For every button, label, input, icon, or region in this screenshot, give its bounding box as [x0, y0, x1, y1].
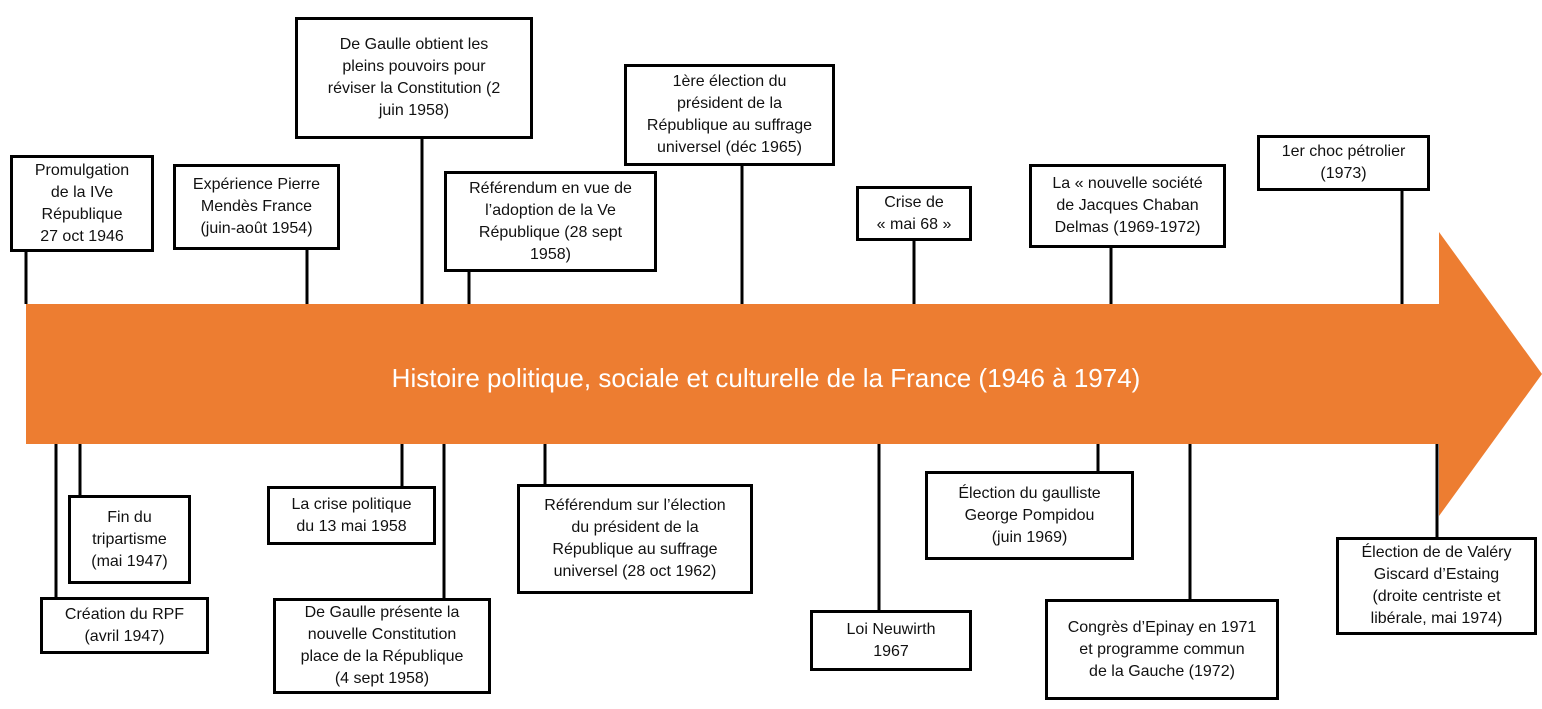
event-text: Référendum en vue de l’adoption de la Ve…	[469, 179, 632, 263]
event-text: 1ère élection du président de la Républi…	[646, 73, 813, 156]
event-epinay: Congrès d’Epinay en 1971 et programme co…	[1045, 599, 1279, 700]
event-pompidou: Élection du gaulliste George Pompidou (j…	[925, 471, 1134, 560]
event-text: Création du RPF (avril 1947)	[64, 605, 185, 645]
timeline-arrow	[26, 232, 1542, 516]
event-giscard: Élection de de Valéry Giscard d’Estaing …	[1336, 537, 1537, 635]
event-text: Congrès d’Epinay en 1971 et programme co…	[1067, 618, 1257, 680]
event-text: La « nouvelle société de Jacques Chaban …	[1052, 175, 1203, 236]
event-referendum-1962: Référendum sur l’élection du président d…	[517, 484, 753, 594]
event-referendum-ve: Référendum en vue de l’adoption de la Ve…	[444, 171, 657, 272]
event-creation-rpf: Création du RPF (avril 1947)	[40, 597, 209, 654]
event-fin-tripartisme: Fin du tripartisme (mai 1947)	[68, 495, 191, 584]
event-text: Référendum sur l’élection du président d…	[544, 497, 726, 580]
timeline-title: Histoire politique, sociale et culturell…	[391, 363, 1141, 393]
event-text: Expérience Pierre Mendès France (juin-ao…	[192, 176, 321, 237]
event-election-1965: 1ère élection du président de la Républi…	[624, 64, 835, 166]
event-mai-68: Crise de « mai 68 »	[856, 186, 972, 241]
event-text: De Gaulle obtient les pleins pouvoirs po…	[327, 36, 501, 119]
event-text: Crise de « mai 68 »	[876, 193, 952, 233]
event-nouvelle-societe: La « nouvelle société de Jacques Chaban …	[1029, 164, 1226, 248]
event-text: Élection du gaulliste George Pompidou (j…	[958, 484, 1101, 546]
event-text: La crise politique du 13 mai 1958	[291, 495, 412, 535]
event-text: Promulgation de la IVe République 27 oct…	[34, 161, 130, 245]
event-loi-neuwirth: Loi Neuwirth 1967	[810, 610, 972, 671]
event-text: Loi Neuwirth 1967	[846, 620, 936, 660]
event-text: Élection de de Valéry Giscard d’Estaing …	[1361, 544, 1512, 627]
event-mendes-france: Expérience Pierre Mendès France (juin-ao…	[173, 164, 340, 250]
event-nouvelle-constitution: De Gaulle présente la nouvelle Constitut…	[273, 598, 491, 694]
event-pleins-pouvoirs: De Gaulle obtient les pleins pouvoirs po…	[295, 17, 533, 139]
event-text: 1er choc pétrolier (1973)	[1281, 143, 1406, 182]
event-crise-13-mai: La crise politique du 13 mai 1958	[267, 486, 436, 545]
event-text: Fin du tripartisme (mai 1947)	[91, 508, 168, 570]
connector-lines	[24, 137, 1439, 612]
event-ive-republique: Promulgation de la IVe République 27 oct…	[10, 155, 154, 252]
event-choc-petrolier: 1er choc pétrolier (1973)	[1257, 135, 1430, 191]
event-text: De Gaulle présente la nouvelle Constitut…	[300, 604, 464, 687]
